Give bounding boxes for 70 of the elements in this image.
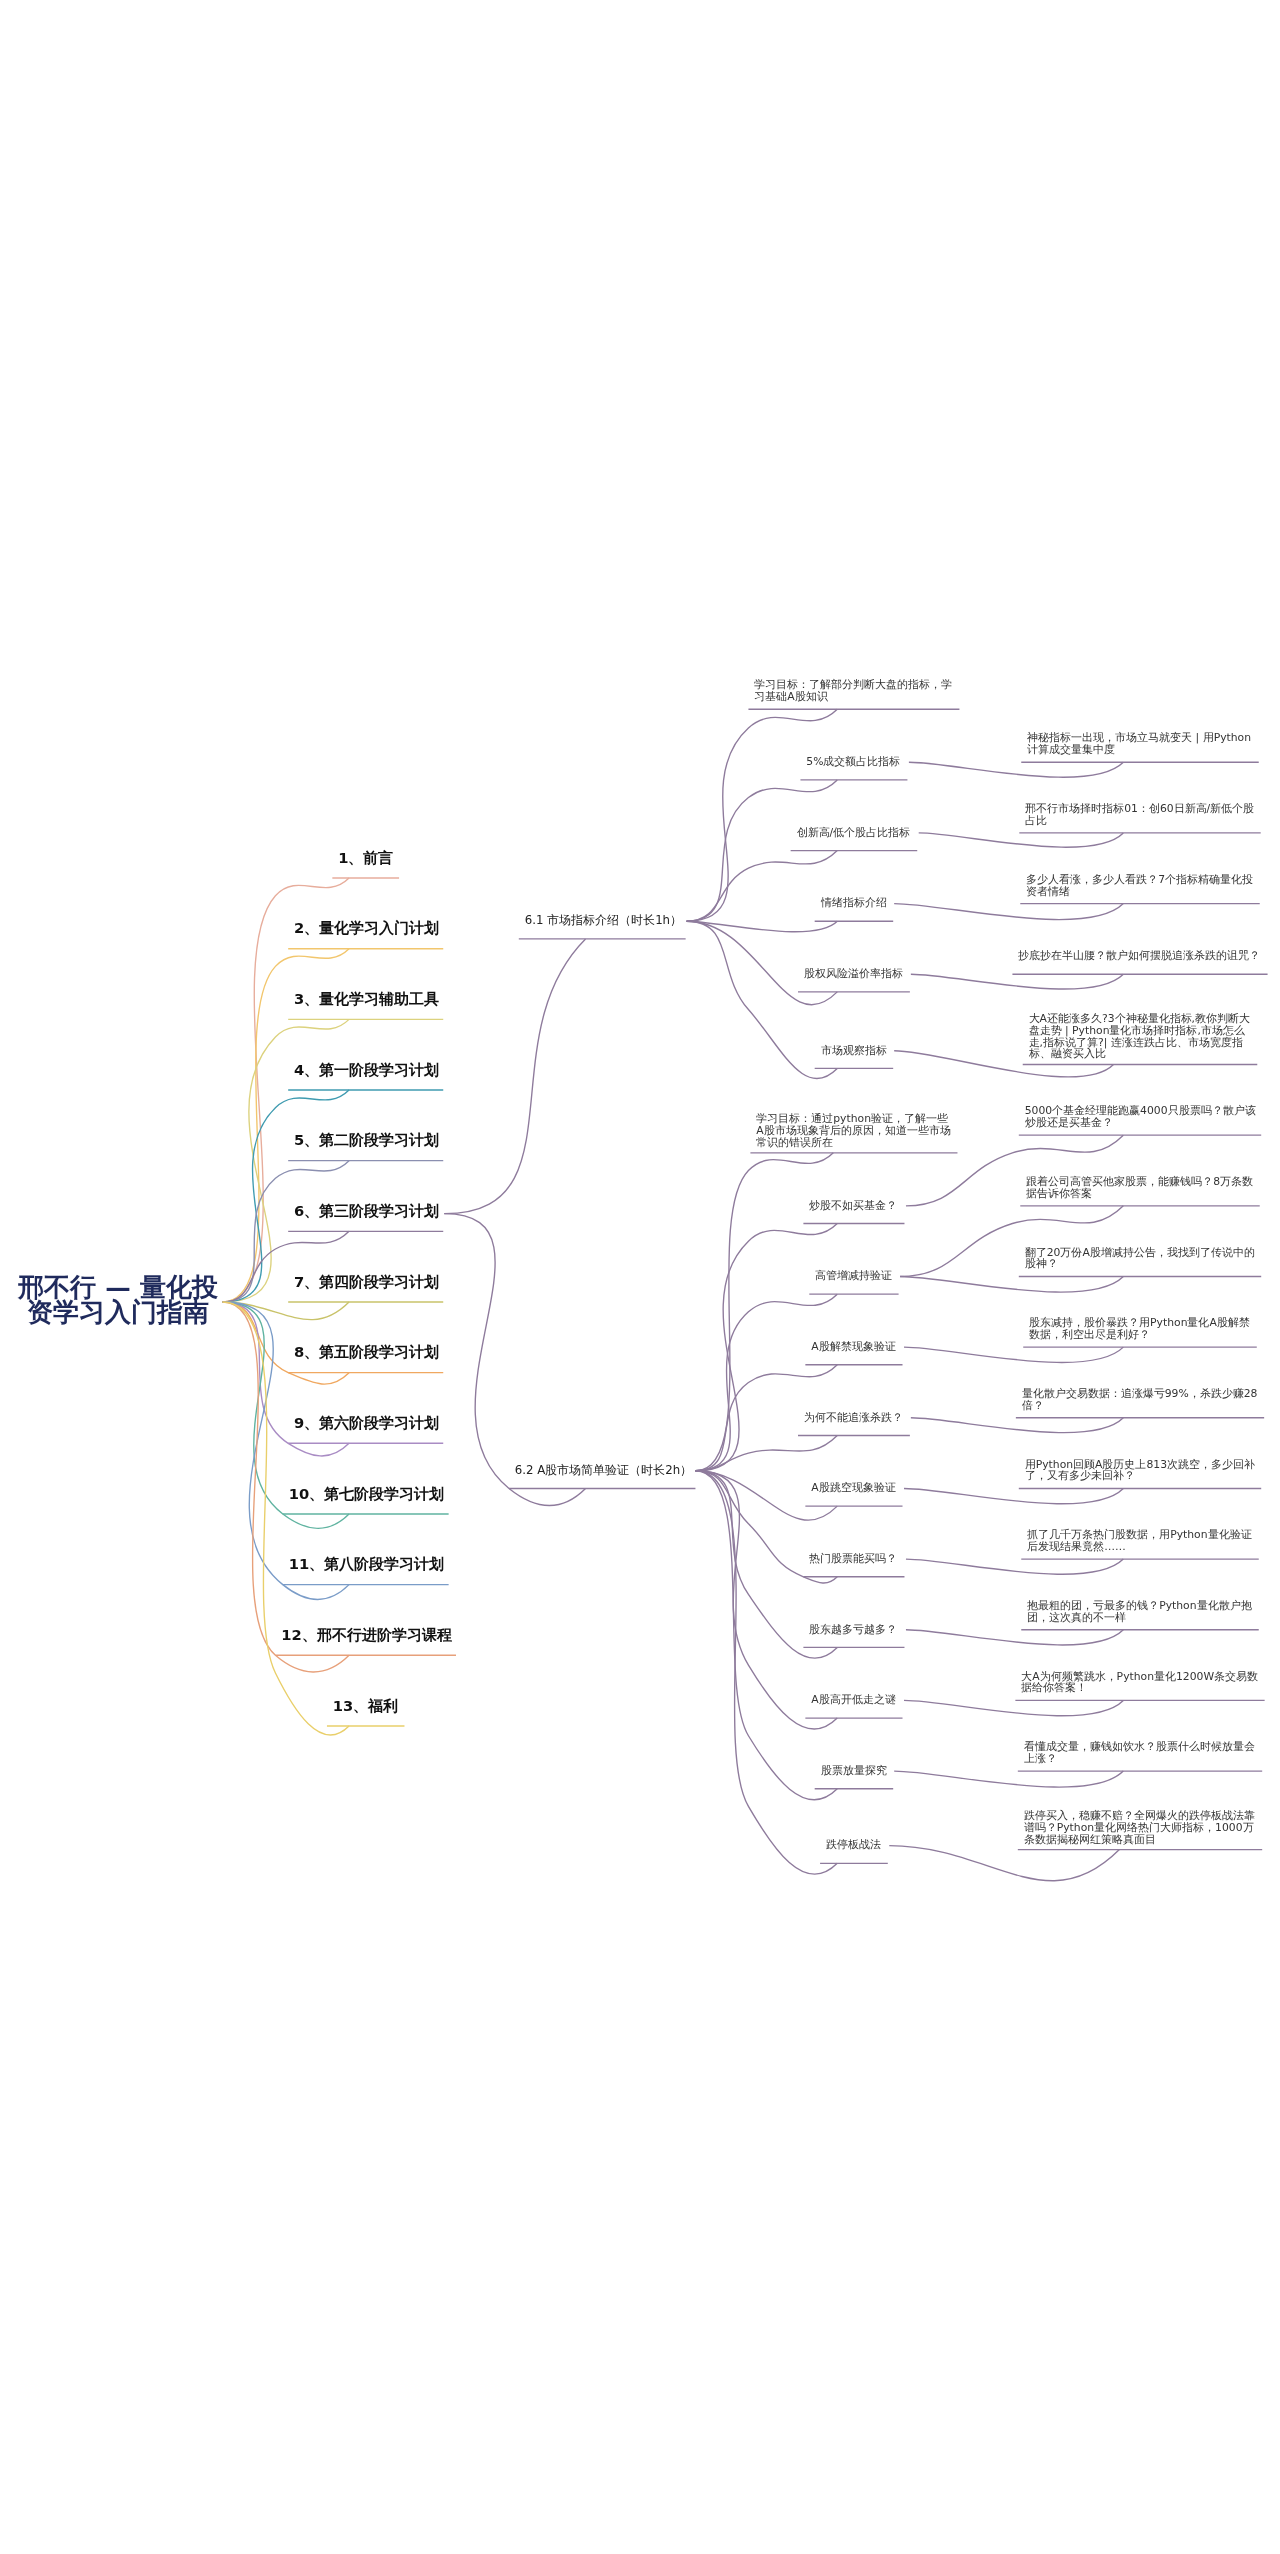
connector — [903, 1487, 1124, 1504]
node-text: 12、邢不行进阶学习课程 — [281, 1625, 452, 1643]
node-text: 股权风险溢价率指标 — [803, 966, 903, 980]
node-text: 大A为何频繁跳水，Python量化1200W条交易数据给你答案！ — [1021, 1669, 1259, 1694]
node-text: 6.2 A股市场简单验证（时长2h） — [514, 1462, 693, 1477]
node-text: 用Python回顾A股历史上813次跳空，多少回补了，又有多少未回补？ — [1024, 1457, 1256, 1482]
node-text: A股解禁现象验证 — [811, 1339, 896, 1353]
connector — [685, 920, 838, 1079]
node-text: 2、量化学习入门计划 — [294, 918, 440, 936]
node-text: 翻了20万份A股增减持公告，我找到了传说中的股神？ — [1024, 1245, 1255, 1270]
node-text: 高管增减持验证 — [815, 1268, 893, 1282]
node-text: 情绪指标介绍 — [820, 895, 887, 909]
node-text: A股高开低走之谜 — [811, 1692, 896, 1706]
node-text: 13、福利 — [332, 1696, 399, 1714]
connector — [685, 778, 838, 922]
connector — [903, 1699, 1124, 1716]
node-text: 热门股票能买吗？ — [809, 1551, 898, 1565]
node-text: 1、前言 — [338, 848, 394, 866]
connector — [685, 708, 838, 922]
connector — [910, 1416, 1124, 1433]
connector — [910, 973, 1124, 990]
node-text: 9、第六阶段学习计划 — [294, 1413, 440, 1431]
node-text: 创新高/低个股占比指标 — [796, 825, 911, 839]
node-text: 跌停买入，稳赚不赔？全网爆火的跌停板战法靠谱吗？Python量化网络热门大师指标，1000万条数据揭秘网红策略真面目 — [1023, 1808, 1255, 1846]
connector — [903, 1345, 1124, 1363]
node-text: 炒股不如买基金？ — [809, 1198, 898, 1212]
node-text: 6、第三阶段学习计划 — [294, 1201, 440, 1219]
connector — [905, 1133, 1124, 1206]
node-text: 神秘指标一出现，市场立马就变天 | 用Python计算成交量集中度 — [1027, 730, 1252, 756]
node-text: A股跳空现象验证 — [811, 1480, 896, 1494]
node-text: 6.1 市场指标介绍（时长1h） — [524, 912, 683, 927]
node-text: 邢不行 — 量化投资学习入门指南 — [18, 1271, 218, 1327]
node-text: 跟着公司高管买他家股票，能赚钱吗？8万条数据告诉你答案 — [1026, 1174, 1254, 1200]
node-text: 股东越多亏越多？ — [809, 1622, 898, 1636]
node-text: 学习目标：了解部分判断大盘的指标，学习基础A股知识 — [754, 677, 953, 703]
connector — [899, 1275, 1124, 1293]
node-text: 邢不行市场择时指标01：创60日新高/新低个股占比 — [1025, 801, 1255, 827]
connector — [694, 1469, 838, 1875]
connector — [893, 1049, 1115, 1078]
connector — [893, 1769, 1124, 1788]
node-text: 跌停板战法 — [825, 1837, 881, 1851]
connector — [905, 1628, 1124, 1646]
node-text: 7、第四阶段学习计划 — [294, 1272, 440, 1290]
node-text: 学习目标：通过python验证，了解一些A股市场现象背后的原因，知道一些市场常识的错误所在 — [756, 1111, 951, 1149]
node-text: 3、量化学习辅助工具 — [294, 989, 440, 1007]
connector — [908, 761, 1124, 778]
connector — [893, 902, 1124, 920]
connector — [905, 1557, 1124, 1575]
node-text: 抱最粗的团，亏最多的钱？Python量化散户抱团，这次真的不一样 — [1027, 1598, 1252, 1624]
node-text: 抄底抄在半山腰？散户如何摆脱追涨杀跌的诅咒？ — [1018, 948, 1261, 962]
connector — [443, 1212, 587, 1506]
node-text: 抓了几千万条热门股数据，用Python量化验证后发现结果竟然…… — [1027, 1527, 1252, 1553]
connector — [888, 1844, 1121, 1881]
node-text: 5%成交额占比指标 — [806, 754, 901, 768]
node-text: 5、第二阶段学习计划 — [294, 1130, 440, 1148]
node-text: 市场观察指标 — [820, 1043, 887, 1057]
connector — [685, 849, 838, 922]
node-text: 股票放量探究 — [820, 1763, 887, 1777]
node-text: 股东减持，股价暴跌？用Python量化A股解禁数据，利空出尽是利好？ — [1029, 1315, 1250, 1341]
node-text: 大A还能涨多久?3个神秘量化指标,教你判断大盘走势 | Python量化市场择时指标,市场怎么走,指标说了算?| 连涨连跌占比、市场宽度指标、融资买入比 — [1028, 1011, 1251, 1060]
node-text: 11、第八阶段学习计划 — [288, 1554, 445, 1572]
node-text: 多少人看涨，多少人看跌？7个指标精确量化投资者情绪 — [1026, 872, 1254, 898]
node-text: 8、第五阶段学习计划 — [294, 1342, 440, 1360]
node-text: 5000个基金经理能跑赢4000只股票吗？散户该炒股还是买基金？ — [1024, 1103, 1256, 1129]
connector — [918, 831, 1124, 848]
node-text: 量化散户交易数据：追涨爆亏99%，杀跌少赚28倍？ — [1021, 1386, 1258, 1412]
node-text: 为何不能追涨杀跌？ — [803, 1410, 903, 1424]
node-text: 4、第一阶段学习计划 — [294, 1060, 440, 1078]
node-text: 10、第七阶段学习计划 — [288, 1484, 445, 1502]
node-text: 看懂成交量，赚钱如饮水？股票什么时候放量会上涨？ — [1023, 1739, 1255, 1765]
